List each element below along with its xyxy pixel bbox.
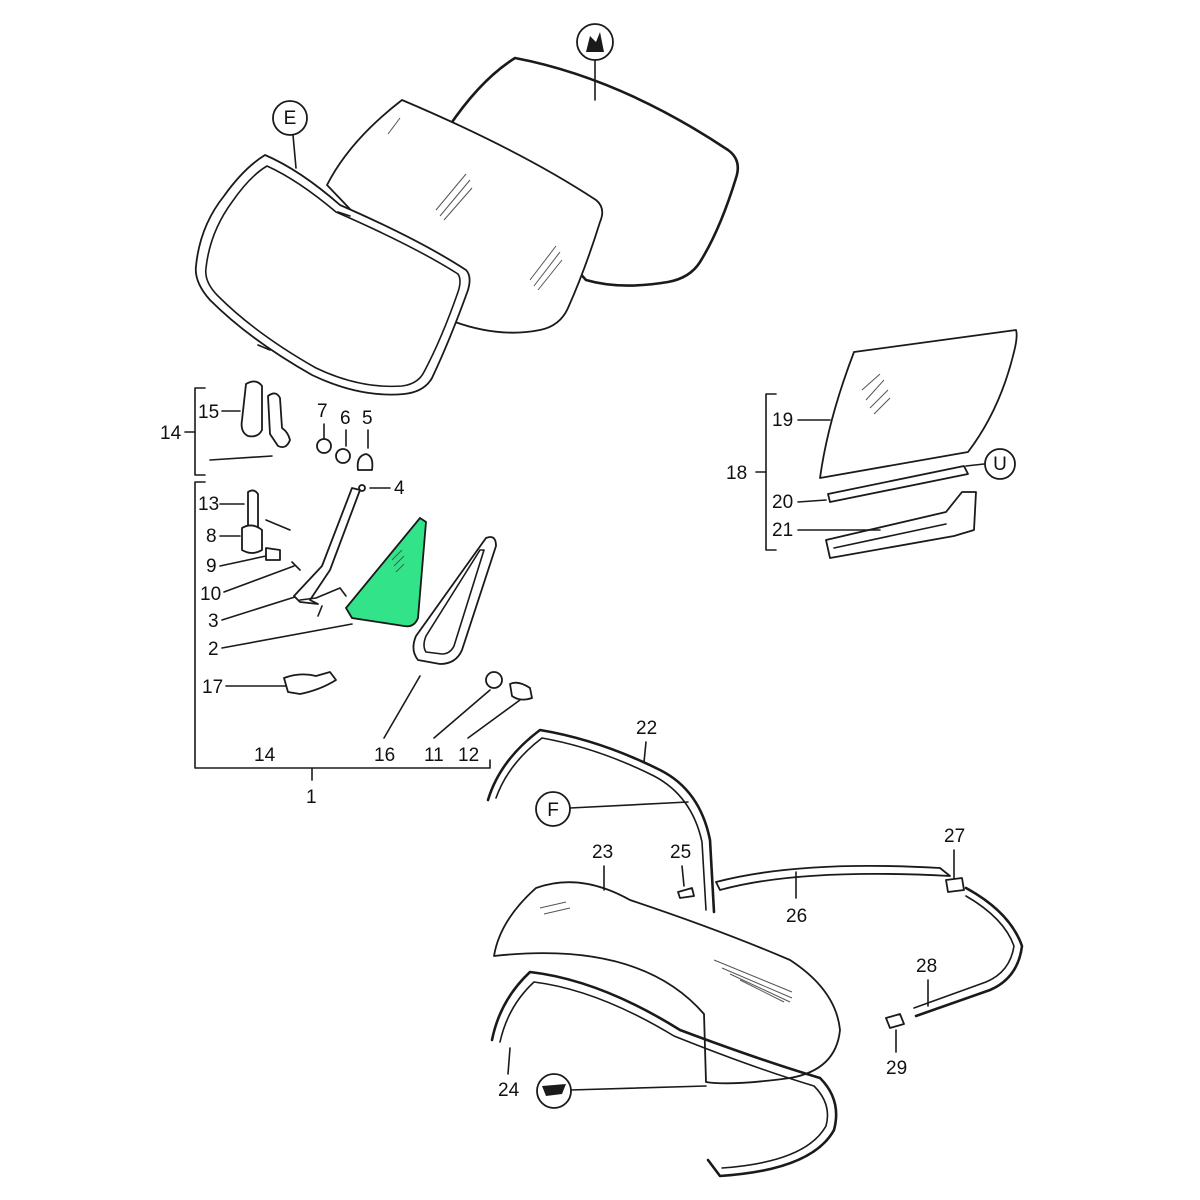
side-window-assembly-18: 18 19 20 U 21: [726, 329, 1018, 559]
label-14-left: 14: [160, 423, 182, 444]
part-rear-seal-curve[interactable]: [914, 886, 1024, 1018]
label-22: 22: [636, 718, 657, 739]
part-25-clip[interactable]: [677, 887, 695, 899]
rear-glass-assembly: 22 F 25 26 27 28 29: [486, 718, 1024, 1178]
badge-windshield-right[interactable]: [576, 23, 614, 61]
label-2: 2: [208, 639, 219, 660]
part-16-vent-seal[interactable]: [412, 536, 497, 665]
label-15: 15: [198, 402, 219, 423]
label-1: 1: [306, 787, 317, 808]
label-28: 28: [916, 956, 937, 977]
part-8-bushing[interactable]: [241, 524, 263, 554]
part-5-cap[interactable]: [356, 453, 374, 471]
badge-windshield-left[interactable]: E: [272, 100, 308, 136]
label-11: 11: [424, 745, 444, 766]
part-6-washer[interactable]: [335, 448, 351, 464]
part-15-latch[interactable]: [240, 380, 263, 438]
badge-windshield-left-text: E: [284, 108, 297, 129]
badge-trim-22-text: F: [547, 800, 559, 821]
part-26-rail[interactable]: [715, 864, 951, 891]
label-10: 10: [200, 584, 221, 605]
part-21-window-regulator[interactable]: [825, 491, 977, 559]
label-12: 12: [458, 745, 479, 766]
label-16: 16: [374, 745, 395, 766]
label-18: 18: [726, 463, 747, 484]
windshield-rear-glass[interactable]: [446, 56, 740, 287]
label-19: 19: [772, 410, 793, 431]
part-12-knob[interactable]: [509, 681, 533, 701]
defroster-icon: [542, 1084, 566, 1096]
heater-icon: [586, 32, 604, 52]
badge-bottom-24[interactable]: [536, 1073, 572, 1109]
part-22-trim-strip[interactable]: [486, 728, 716, 914]
part-3-vent-frame[interactable]: [293, 487, 361, 605]
badge-trim-22[interactable]: F: [535, 791, 571, 827]
label-5: 5: [362, 408, 373, 429]
part-27-connector[interactable]: [945, 877, 965, 893]
bracket-assembly-1: 1 14 13 8 9 10 3 2 17: [194, 481, 491, 808]
part-20-glass-channel[interactable]: [827, 465, 969, 503]
part-17-seal-strip[interactable]: [283, 671, 337, 695]
hardware-small-parts: 7 6 5 4: [316, 401, 405, 499]
label-13: 13: [198, 494, 219, 515]
label-9: 9: [206, 556, 217, 577]
label-14-bottom: 14: [254, 745, 276, 766]
label-3: 3: [208, 611, 219, 632]
part-29-plug[interactable]: [885, 1013, 905, 1029]
label-7: 7: [317, 401, 328, 422]
bracket-assembly-14: 14 15: [160, 380, 291, 476]
label-26: 26: [786, 906, 807, 927]
part-23-rear-quarter-glass[interactable]: [493, 881, 841, 1085]
part-11-washer[interactable]: [485, 671, 503, 689]
label-29: 29: [886, 1058, 907, 1079]
label-4: 4: [394, 478, 405, 499]
label-8: 8: [206, 526, 217, 547]
part-2-vent-glass-highlighted[interactable]: [344, 516, 427, 628]
label-6: 6: [340, 408, 351, 429]
part-24-rear-glass-seal[interactable]: [490, 970, 838, 1178]
badge-window-19[interactable]: U: [984, 448, 1016, 480]
windshield-group: [194, 56, 740, 396]
badge-window-19-text: U: [993, 454, 1007, 475]
part-19-side-glass[interactable]: [819, 329, 1018, 479]
part-9-spacer[interactable]: [265, 547, 281, 561]
label-21: 21: [772, 520, 793, 541]
label-20: 20: [772, 492, 793, 513]
label-17: 17: [202, 677, 223, 698]
part-7-nut[interactable]: [316, 438, 332, 454]
label-24: 24: [498, 1080, 520, 1101]
label-27: 27: [944, 826, 965, 847]
label-23: 23: [592, 842, 613, 863]
label-25: 25: [670, 842, 691, 863]
